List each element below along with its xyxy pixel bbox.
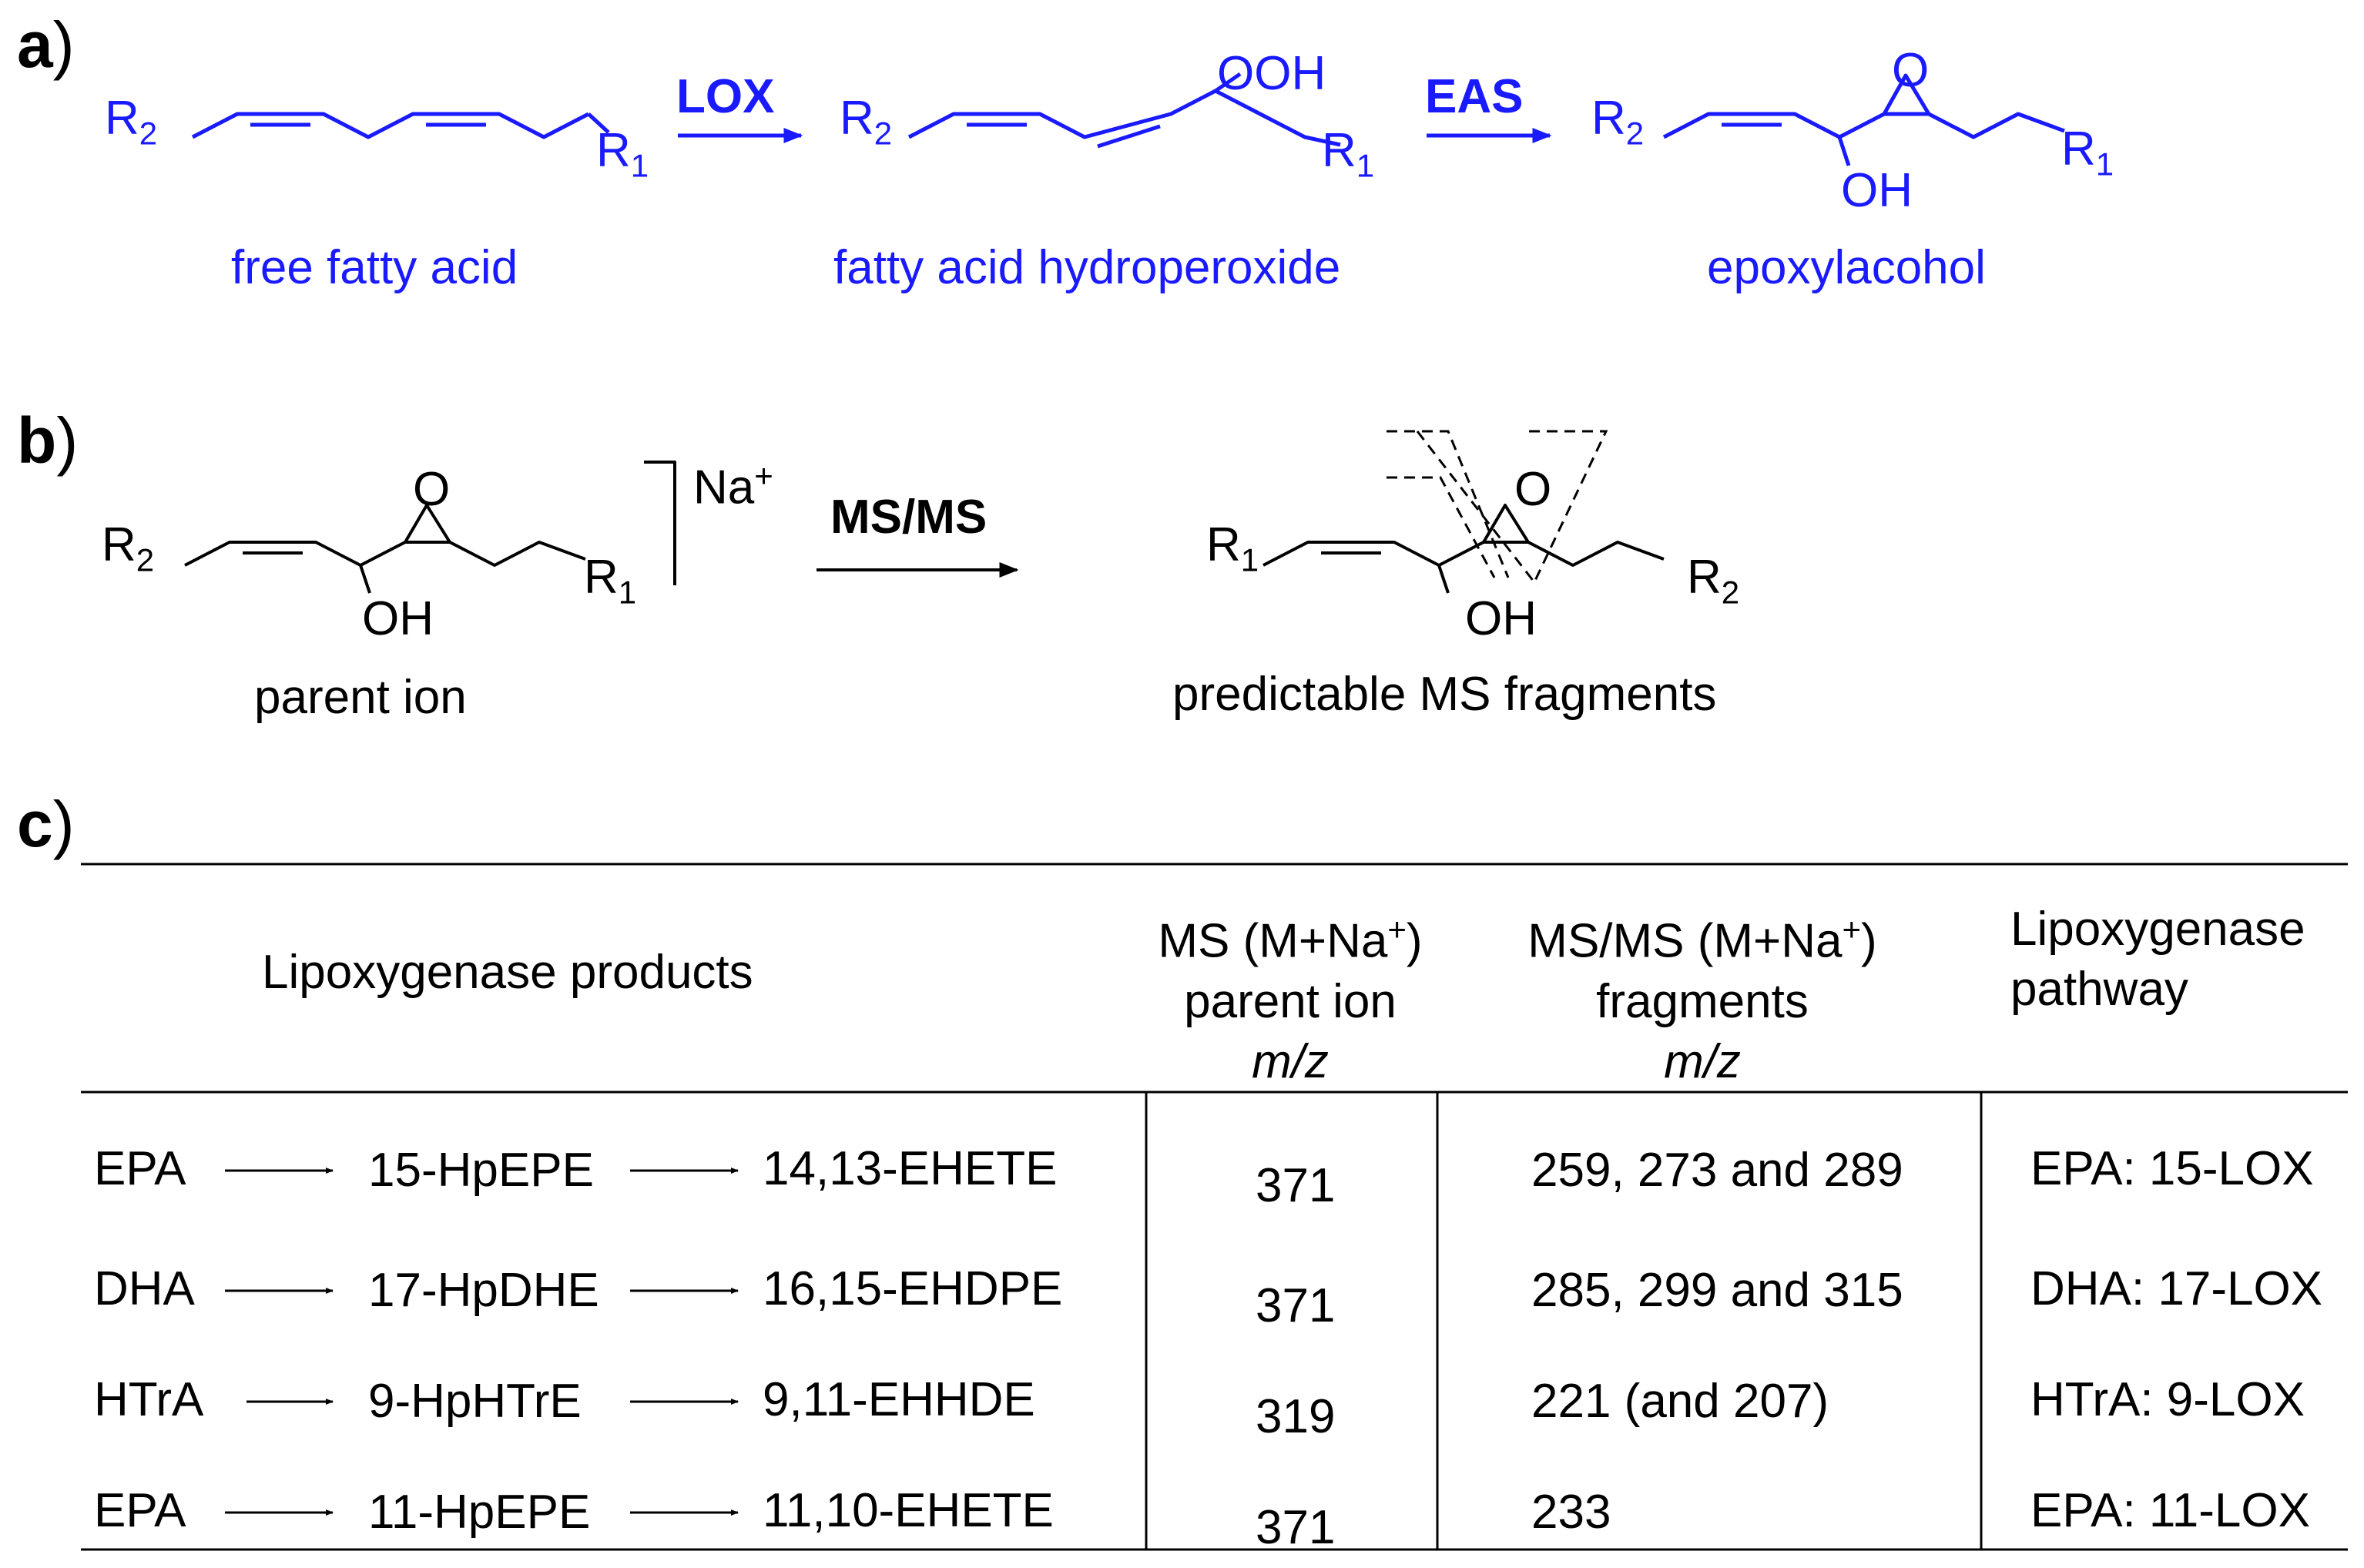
caption-hydroperoxide: fatty acid hydroperoxide: [833, 241, 1341, 294]
th-fragments: MS/MS (M+Na+) fragments m/z: [1527, 911, 1877, 1088]
b-ion-label: Na+: [693, 457, 773, 514]
a-hp-r1: R1: [1322, 124, 1375, 184]
a-arrow-eas-label: EAS: [1425, 70, 1524, 123]
oh-bond: [1837, 136, 1851, 166]
b-pi-o: O: [413, 463, 451, 516]
b-pi-r2: R2: [102, 518, 155, 578]
a-ea-r2: R2: [1591, 92, 1645, 152]
row-arrows: [225, 1168, 739, 1516]
ooh-bond: [1214, 72, 1242, 93]
row-substrate: HTrA: [94, 1373, 204, 1426]
hydroperoxide-chain: [907, 89, 1341, 147]
a-hp-ooh: OOH: [1217, 47, 1326, 100]
b-fr-oh: OH: [1465, 592, 1537, 645]
panel-b-structures: [184, 461, 1665, 594]
row-product: 9,11-EHHDE: [763, 1373, 1035, 1426]
caption-epoxyalcohol: epoxylacohol: [1707, 241, 1986, 294]
row-parent: 371: [1256, 1279, 1336, 1332]
caption-parent-ion: parent ion: [254, 671, 467, 724]
row-pathway: HTrA: 9-LOX: [2030, 1373, 2305, 1426]
b-fr-r2: R2: [1687, 551, 1740, 611]
free-fatty-acid-chain: [191, 112, 590, 139]
row-product: 14,13-EHETE: [763, 1142, 1058, 1195]
row-intermediate: 15-HpEPE: [368, 1144, 594, 1197]
row-parent: 371: [1256, 1159, 1336, 1212]
row-product: 11,10-EHETE: [763, 1484, 1054, 1537]
panel-a-label: a): [17, 8, 75, 81]
epoxide-ring: [1882, 73, 1931, 116]
a-hp-r2: R2: [840, 92, 893, 152]
row-fragments: 221 (and 207): [1531, 1375, 1829, 1428]
b-arrow-msms-label: MS/MS: [830, 491, 988, 544]
row-product: 16,15-EHDPE: [763, 1262, 1063, 1315]
b-fr-o: O: [1514, 463, 1552, 516]
row-pathway: EPA: 11-LOX: [2030, 1484, 2310, 1537]
a-ea-oh: OH: [1841, 164, 1913, 217]
row-pathway: DHA: 17-LOX: [2030, 1262, 2323, 1315]
a-ffa-r2: R2: [105, 92, 158, 152]
pi-epoxide: [404, 504, 451, 544]
panel-b-label: b): [17, 404, 79, 477]
row-parent: 371: [1256, 1501, 1336, 1554]
table-rules: [81, 863, 2348, 1551]
pi-oh-bond: [359, 565, 371, 594]
row-fragments: 285, 299 and 315: [1531, 1264, 1903, 1317]
a-ea-r1: R1: [2061, 122, 2114, 183]
r1-bond: [587, 112, 610, 134]
row-fragments: 259, 273 and 289: [1531, 1144, 1903, 1197]
row-fragments: 233: [1531, 1486, 1611, 1539]
caption-ms-fragments: predictable MS fragments: [1172, 668, 1717, 721]
a-ea-o: O: [1892, 44, 1930, 97]
a-ffa-r1: R1: [596, 124, 649, 184]
row-intermediate: 9-HpHTrE: [368, 1375, 582, 1428]
fr-oh-bond: [1437, 565, 1450, 594]
fragmentation-lines: [1387, 430, 1608, 586]
row-parent: 319: [1256, 1390, 1336, 1443]
row-intermediate: 17-HpDHE: [368, 1264, 599, 1317]
bracket: [644, 461, 676, 585]
panel-a-structures: [191, 72, 2065, 166]
th-products: Lipoxygenase products: [262, 946, 753, 999]
th-parent-ion: MS (M+Na+) parent ion m/z: [1158, 911, 1423, 1088]
row-intermediate: 11-HpEPE: [368, 1486, 591, 1539]
th-pathway: Lipoxygenase pathway: [2010, 903, 2305, 1016]
panel-c-label: c): [17, 788, 75, 860]
b-pi-oh: OH: [362, 592, 434, 645]
a-arrow-lox-label: LOX: [676, 70, 775, 123]
hp-double-bond-2: [1097, 124, 1161, 149]
row-pathway: EPA: 15-LOX: [2030, 1142, 2314, 1195]
row-substrate: EPA: [94, 1484, 186, 1537]
caption-free-fatty-acid: free fatty acid: [231, 241, 518, 294]
b-fr-r1: R1: [1206, 518, 1259, 578]
row-substrate: DHA: [94, 1262, 195, 1315]
fr-epoxide: [1482, 504, 1530, 544]
row-substrate: EPA: [94, 1142, 186, 1195]
b-pi-r1: R1: [584, 551, 637, 611]
